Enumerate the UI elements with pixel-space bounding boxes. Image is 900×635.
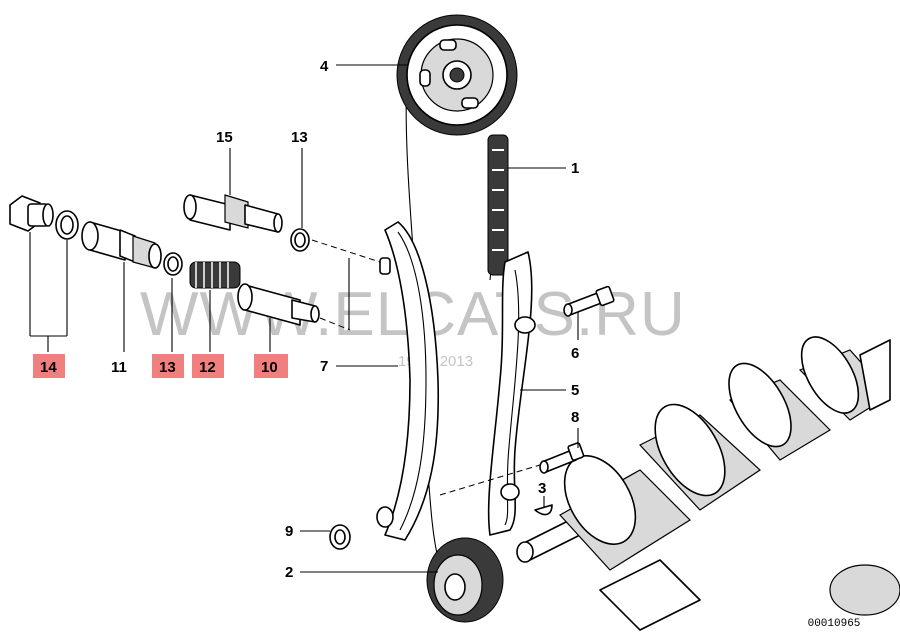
callout-7[interactable]: 7 xyxy=(320,358,328,375)
sealing-ring-13-upper xyxy=(290,228,310,252)
leader-lines xyxy=(29,64,579,573)
chain-tensioner-15 xyxy=(183,194,283,233)
callout-2[interactable]: 2 xyxy=(285,564,293,581)
woodruff-key xyxy=(534,504,553,516)
screw-plug-14 xyxy=(9,195,54,232)
callout-11[interactable]: 11 xyxy=(111,359,127,376)
svg-text:15: 15 xyxy=(216,129,233,146)
sealing-ring-9 xyxy=(329,524,351,550)
svg-text:10: 10 xyxy=(261,359,278,376)
svg-text:9: 9 xyxy=(285,523,293,540)
callout-15[interactable]: 15 xyxy=(216,129,233,146)
svg-text:7: 7 xyxy=(320,358,328,375)
svg-text:2: 2 xyxy=(285,564,293,581)
sealing-ring-14 xyxy=(55,210,79,240)
highlight-boxes xyxy=(33,354,288,378)
callout-8[interactable]: 8 xyxy=(571,409,579,426)
pin-8 xyxy=(539,442,585,474)
callout-3[interactable]: 3 xyxy=(538,480,546,497)
callout-10[interactable]: 10 xyxy=(261,359,278,376)
callout-13-bottom[interactable]: 13 xyxy=(159,359,176,376)
chain-link-row xyxy=(487,134,509,276)
assembly-line xyxy=(439,464,541,496)
tensioner-piston-10 xyxy=(237,283,320,326)
svg-text:6: 6 xyxy=(571,345,579,362)
svg-text:3: 3 xyxy=(538,480,546,497)
callout-13-top[interactable]: 13 xyxy=(291,129,308,146)
svg-text:12: 12 xyxy=(199,359,216,376)
callout-4[interactable]: 4 xyxy=(320,58,329,75)
svg-text:4: 4 xyxy=(320,58,329,75)
crankshaft-sprocket xyxy=(426,537,504,623)
sealing-ring-13-lower xyxy=(163,252,183,276)
assembly-line xyxy=(311,239,381,263)
callout-6[interactable]: 6 xyxy=(571,345,579,362)
svg-text:11: 11 xyxy=(111,359,127,376)
callout-12[interactable]: 12 xyxy=(199,359,216,376)
crankshaft-illustration xyxy=(516,336,900,631)
callout-9[interactable]: 9 xyxy=(285,523,293,540)
reference-number: 00010965 xyxy=(808,618,861,630)
assembly-line xyxy=(319,317,351,331)
tensioner-rail xyxy=(487,251,536,536)
svg-text:5: 5 xyxy=(571,382,579,399)
svg-text:13: 13 xyxy=(159,359,176,376)
guide-rail xyxy=(376,221,440,541)
compression-spring-12 xyxy=(189,261,241,289)
callout-14[interactable]: 14 xyxy=(40,359,57,376)
svg-text:14: 14 xyxy=(40,359,57,376)
callout-5[interactable]: 5 xyxy=(571,382,579,399)
pin-6 xyxy=(563,285,615,317)
svg-text:13: 13 xyxy=(291,129,308,146)
camshaft-sprocket xyxy=(396,14,518,136)
svg-text:8: 8 xyxy=(571,409,579,426)
callout-1[interactable]: 1 xyxy=(571,160,579,177)
tensioner-housing-11 xyxy=(81,221,162,269)
svg-text:1: 1 xyxy=(571,160,579,177)
